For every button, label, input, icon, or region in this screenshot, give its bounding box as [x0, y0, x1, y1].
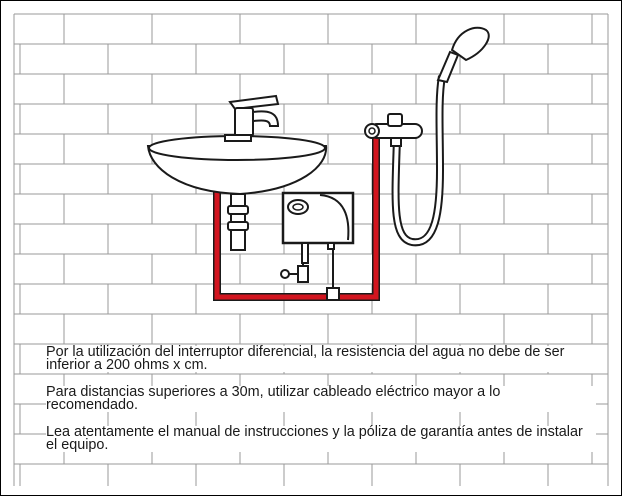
water-pipes — [213, 138, 380, 301]
washbasin-icon — [146, 94, 328, 251]
mixer-faucet-icon — [228, 94, 280, 137]
hand-shower-icon — [364, 26, 490, 247]
instant-water-heater-icon — [281, 191, 355, 264]
note-read-manual: Lea atentamente el manual de instruccion… — [46, 425, 596, 452]
note-water-resistance: Por la utilización del interruptor difer… — [46, 345, 596, 372]
notes-block: Por la utilización del interruptor difer… — [46, 345, 596, 466]
stop-valve-icon — [280, 262, 309, 283]
note-cable-distance: Para distancias superiores a 30m, utiliz… — [46, 385, 596, 412]
